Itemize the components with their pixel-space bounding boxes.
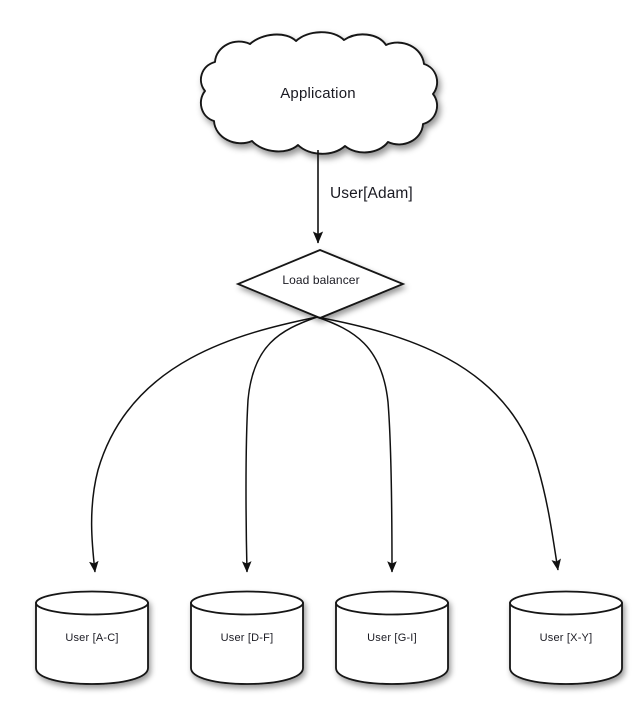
edges-loadbalancer-to-databases [89, 316, 561, 573]
cylinder-top-4 [509, 590, 623, 616]
edge-to-db-4 [316, 316, 561, 571]
node-database-4[interactable] [509, 590, 623, 685]
edge-to-db-3 [316, 316, 397, 573]
node-application[interactable] [199, 31, 439, 155]
diamond-shape [235, 249, 406, 319]
cylinder-body-1 [35, 602, 149, 685]
cylinder-top-1 [35, 590, 149, 616]
cylinder-body-3 [335, 602, 449, 685]
cylinder-top-2 [190, 590, 304, 616]
edge-to-db-1 [89, 316, 318, 573]
cylinder-top-3 [335, 590, 449, 616]
cloud-shape [199, 31, 439, 155]
node-database-1[interactable] [35, 590, 149, 685]
cylinder-body-2 [190, 602, 304, 685]
edge-to-db-2 [241, 316, 318, 573]
node-database-2[interactable] [190, 590, 304, 685]
cylinder-body-4 [509, 602, 623, 685]
node-database-3[interactable] [335, 590, 449, 685]
node-load-balancer[interactable] [235, 249, 406, 319]
